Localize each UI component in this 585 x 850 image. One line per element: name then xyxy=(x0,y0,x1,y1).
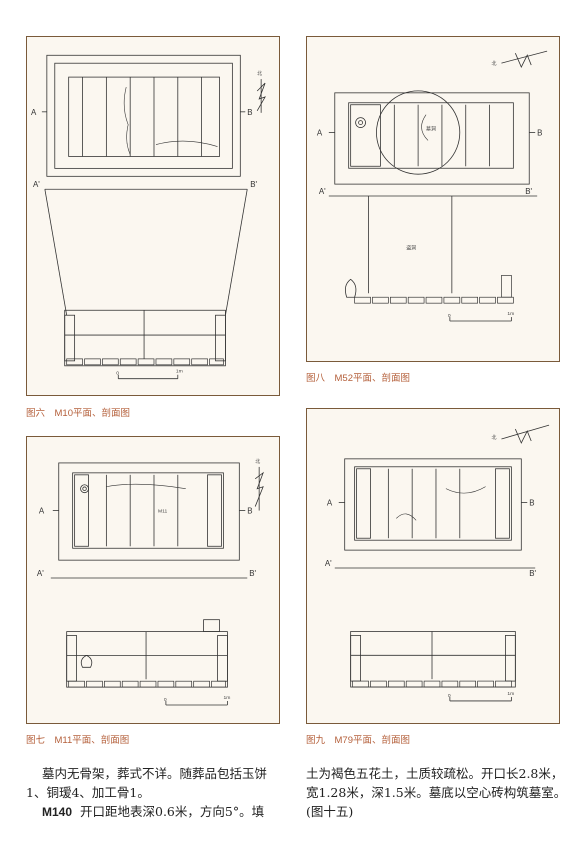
label-a2: A' xyxy=(33,180,40,189)
right-text-line3: (图十五) xyxy=(306,804,354,819)
figure-m52: A B A' B' 北 墓洞 盗洞 0 1m xyxy=(306,36,560,362)
figure-m10: A B A' B' 北 0 1m xyxy=(26,36,280,396)
caption-m52: 图八 M52平面、剖面图 xyxy=(306,373,410,384)
left-text-line2: 1、铜瑷4、加工骨1。 xyxy=(26,785,150,800)
mark-top: 墓洞 xyxy=(426,126,436,133)
m52-drawing: A B A' B' 北 墓洞 盗洞 0 1m xyxy=(317,50,548,322)
label-b2: B' xyxy=(525,187,532,196)
north-label: 北 xyxy=(257,70,262,77)
label-a: A xyxy=(317,129,323,138)
left-text-line3-wrap: M140 开口距地表深0.6米，方向5°。填 xyxy=(42,802,264,822)
caption-m11: 图七 M11平面、剖面图 xyxy=(26,735,130,746)
figure-m79: A B A' B' 北 0 1m xyxy=(306,408,560,724)
label-a: A xyxy=(31,108,37,117)
label-b: B xyxy=(247,507,252,516)
scale-zero: 0 xyxy=(116,371,119,377)
scale-one: 1m xyxy=(176,369,183,375)
m79-drawing: A B A' B' 北 0 1m xyxy=(325,424,550,702)
m11-drawing: A B A' B' 北 M11 0 1m xyxy=(37,458,264,706)
scale-one: 1m xyxy=(507,311,514,317)
right-text-line2: 宽1.28米，深1.5米。墓底以空心砖构筑墓室。 xyxy=(306,785,567,800)
label-b2: B' xyxy=(249,569,256,578)
label-a: A xyxy=(327,498,333,507)
left-text-line1: 墓内无骨架，葬式不详。随葬品包括玉饼 xyxy=(42,766,268,781)
label-b2: B' xyxy=(529,569,536,578)
label-b2: B' xyxy=(250,180,257,189)
entry-heading: M140 xyxy=(42,805,73,819)
north-label: 北 xyxy=(492,434,497,441)
label-a2: A' xyxy=(319,187,326,196)
scale-one: 1m xyxy=(223,695,230,701)
m10-drawing: A B A' B' 北 0 1m xyxy=(31,54,266,380)
mark-top: M11 xyxy=(158,509,168,515)
caption-m10: 图六 M10平面、剖面图 xyxy=(26,408,130,419)
scale-one: 1m xyxy=(507,691,514,697)
north-label: 北 xyxy=(492,60,497,67)
mark-section: 盗洞 xyxy=(406,245,416,252)
left-text-line3: 开口距地表深0.6米，方向5°。填 xyxy=(79,804,265,819)
label-b: B xyxy=(529,498,534,507)
label-b: B xyxy=(247,108,252,117)
scale-zero: 0 xyxy=(448,693,451,699)
scale-zero: 0 xyxy=(164,697,167,703)
label-a: A xyxy=(39,507,45,516)
scale-zero: 0 xyxy=(448,313,451,319)
figure-m11: A B A' B' 北 M11 0 1m xyxy=(26,436,280,724)
north-label: 北 xyxy=(255,458,260,465)
label-a2: A' xyxy=(37,569,44,578)
caption-m79: 图九 M79平面、剖面图 xyxy=(306,735,410,746)
right-text-line1: 土为褐色五花土，土质较疏松。开口长2.8米， xyxy=(306,766,564,781)
label-b: B xyxy=(537,129,542,138)
label-a2: A' xyxy=(325,559,332,568)
